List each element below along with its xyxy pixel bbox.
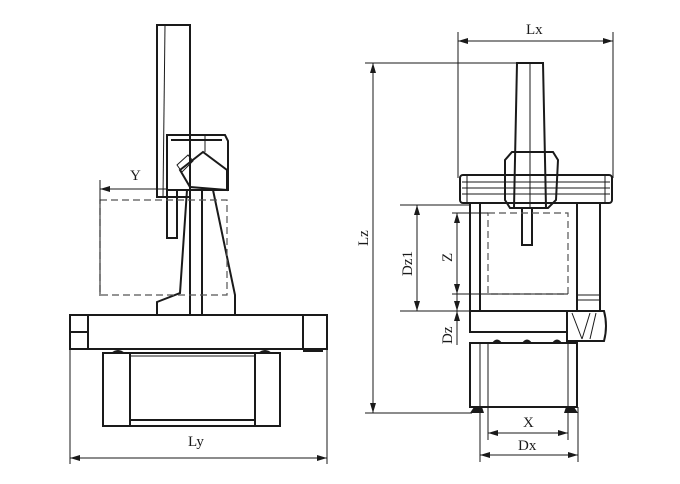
ly-label: Ly [188,434,204,450]
z-travel-label: Z [440,253,456,262]
lz-dimension: Lz [356,62,543,414]
z-column [156,24,191,198]
table-front [469,310,607,342]
z-dimension: Z [440,212,568,295]
y-dimension: Y [99,168,167,296]
dx-label: Dx [518,438,537,454]
bridge-leg [156,189,236,315]
y-travel-label: Y [130,168,141,184]
front-view: Lx Lz [356,22,614,462]
ram [166,189,178,239]
ly-dimension: Ly [69,349,328,464]
dz1-dimension: Dz1 [400,204,470,312]
z-column-front [504,62,560,209]
lx-dimension: Lx [457,22,614,178]
dz-label: Dz [440,326,456,344]
dz-dimension: Dz [440,294,460,345]
xz-measuring-volume [487,212,569,295]
side-view: Y Ly [69,24,328,464]
x-travel-label: X [523,415,534,431]
bridge-beam [459,174,613,204]
probe-ram [521,207,533,246]
carriage [166,134,229,192]
dz1-label: Dz1 [400,251,416,276]
lz-label: Lz [356,230,372,246]
base-front [469,339,578,413]
y-measuring-volume [99,199,228,296]
granite-table [69,314,328,352]
x-dimension: X [487,407,569,440]
dx-dimension: Dx [479,407,579,462]
base-stand [102,350,281,427]
bridge-legs [469,202,601,312]
lx-label: Lx [526,22,543,38]
